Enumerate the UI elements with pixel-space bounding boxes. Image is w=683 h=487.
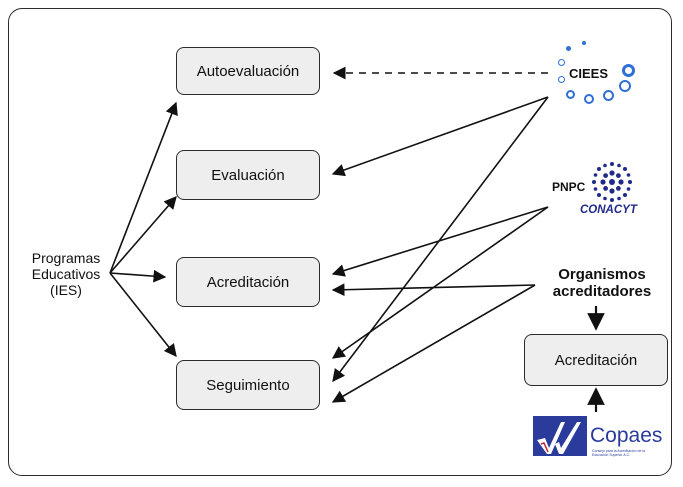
seguimiento-label: Seguimiento (206, 376, 290, 394)
ciees-dot (622, 64, 635, 77)
acreditacion-right-box: Acreditación (524, 334, 668, 386)
acreditacion-box: Acreditación (176, 257, 320, 307)
arrow-programas-seguimiento (109, 272, 177, 358)
programas-line-3: (IES) (50, 282, 82, 298)
pnpc-logo-text: PNPC (552, 180, 586, 194)
ciees-dot (619, 80, 631, 92)
arrow-pnpc-seguimiento (331, 206, 549, 359)
arrow-programas-autoevaluacion (109, 101, 178, 274)
ciees-dot (584, 94, 594, 104)
ciees-logo-text: CIEES (569, 66, 609, 81)
arrow-programas-acreditacion (109, 269, 167, 283)
programas-line-1: Programas (31, 250, 101, 266)
ciees-dot (566, 46, 571, 51)
conacyt-logo-text: CONACYT (580, 204, 637, 216)
ciees-dot (558, 59, 565, 66)
arrow-organismos-seguimiento (331, 284, 536, 403)
autoevaluacion-box: Autoevaluación (176, 47, 320, 95)
arrow-organismos-acreditacion (331, 283, 536, 297)
copaes-emblem-icon (533, 416, 587, 456)
acreditacion-right-label: Acreditación (554, 351, 638, 369)
ciees-dot (603, 90, 614, 101)
evaluacion-label: Evaluación (211, 166, 285, 184)
copaes-logo-text: Copaes (590, 424, 663, 447)
organismos-line-1: Organismos (558, 266, 646, 283)
ciees-dot (582, 41, 586, 45)
conacyt-emblem-icon (592, 162, 632, 202)
ciees-dot (558, 76, 565, 83)
organismos-line-2: acreditadores (552, 283, 652, 300)
arrow-pnpc-acreditacion (331, 206, 549, 277)
arrow-ciees-seguimiento (332, 96, 549, 383)
arrow-programas-evaluacion (109, 196, 177, 274)
programas-educativos-label: Programas Educativos (IES) (20, 250, 112, 298)
copaes-logo-subtitle: Consejo para la Acreditación de la Educa… (592, 449, 646, 457)
autoevaluacion-label: Autoevaluación (196, 62, 300, 80)
programas-line-2: Educativos (31, 266, 101, 282)
arrow-ciees-evaluacion (331, 96, 549, 177)
seguimiento-box: Seguimiento (176, 360, 320, 410)
acreditacion-label: Acreditación (206, 273, 290, 291)
evaluacion-box: Evaluación (176, 150, 320, 200)
ciees-dot (566, 90, 575, 99)
organismos-acreditadores-label: Organismos acreditadores (538, 266, 666, 300)
